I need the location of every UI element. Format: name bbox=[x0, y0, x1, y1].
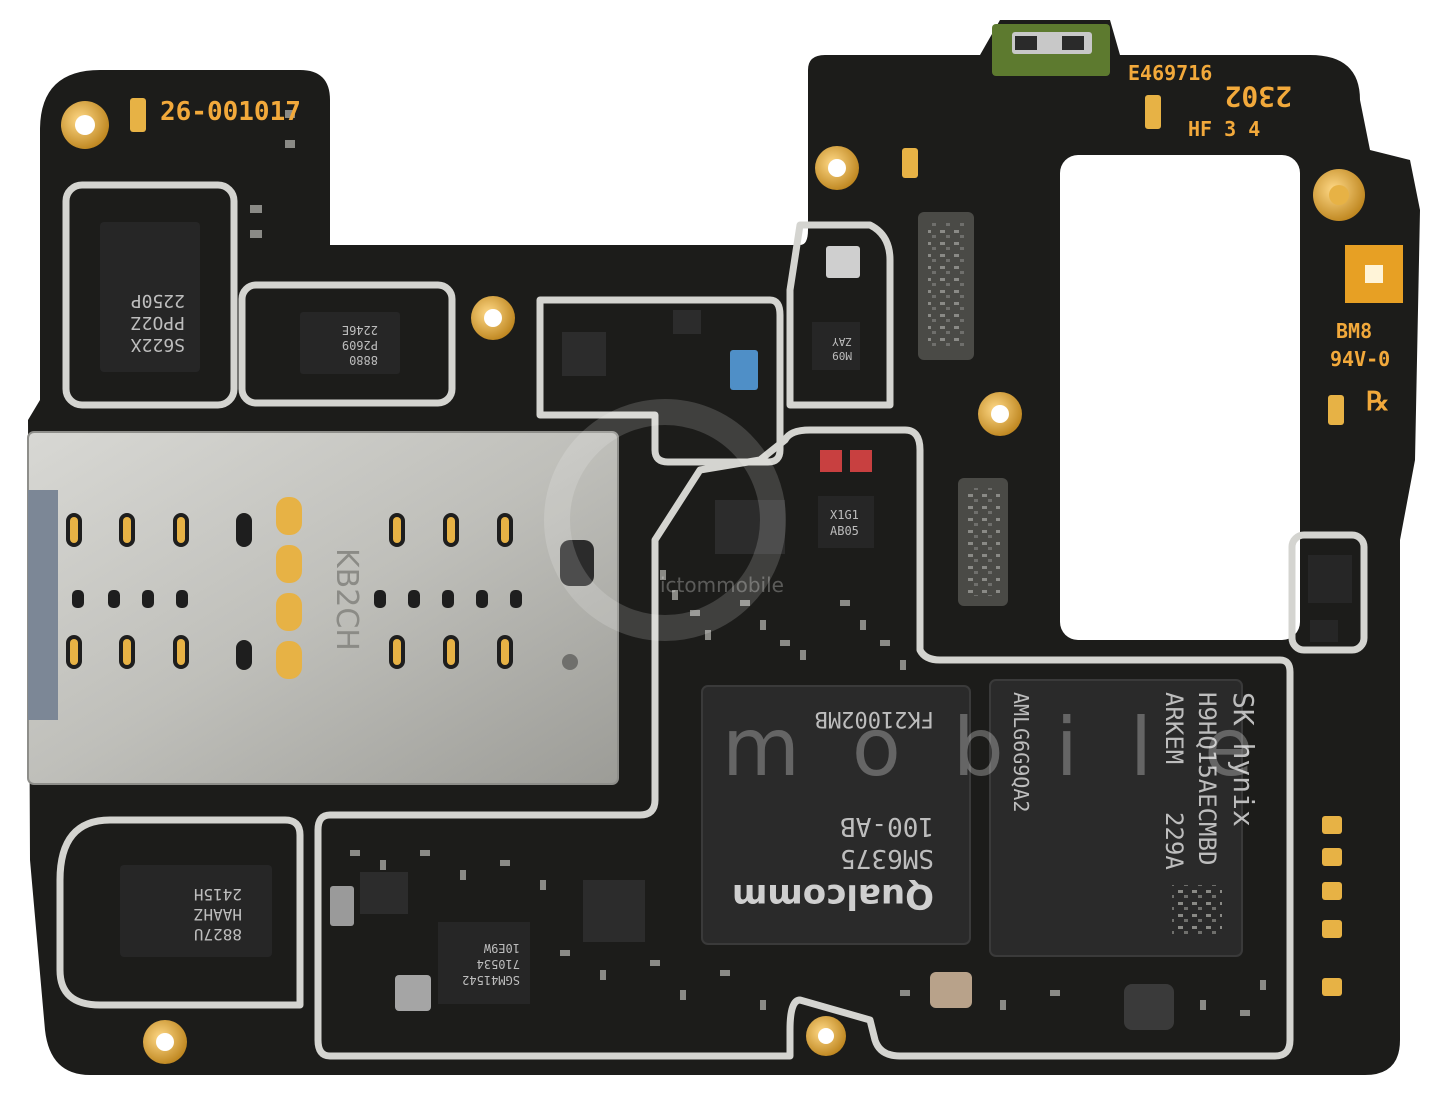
camera-cutout bbox=[1060, 155, 1300, 640]
chip-sgm-line2: 710534 bbox=[477, 957, 520, 971]
silkscreen-date-code: 2302 bbox=[1225, 80, 1292, 113]
silkscreen-ul-code: E469716 bbox=[1128, 61, 1212, 85]
chip-x1g1-line1: X1G1 bbox=[830, 508, 859, 522]
pmic-left-line2: PPO2Z bbox=[131, 312, 185, 333]
memory-lot: AMLG6G9QA2 bbox=[1009, 692, 1033, 812]
silkscreen-hf: HF 3 4 bbox=[1188, 117, 1260, 141]
chip-sgm-line3: 10E9W bbox=[483, 941, 520, 955]
chip-small bbox=[812, 322, 860, 370]
pmic-chip-left bbox=[100, 222, 200, 372]
chips: S622X PPO2Z 2250P 8880 P2609 2246E M09 Z… bbox=[100, 222, 1352, 1030]
chip-top-mid bbox=[300, 312, 400, 374]
chip-small-line2: ZAY bbox=[832, 335, 852, 348]
contact-pads bbox=[130, 95, 1344, 996]
ul-logo: ℞ bbox=[1366, 387, 1389, 417]
watermark-site: ictommobile bbox=[660, 573, 784, 597]
chip-sgm bbox=[438, 922, 530, 1004]
soc-chip bbox=[701, 685, 971, 945]
smd-components bbox=[250, 110, 1266, 1016]
watermark-brand: mobile bbox=[722, 701, 1305, 794]
pmic-left-line3: 2250P bbox=[131, 290, 185, 311]
chip-x1g1-line2: AB05 bbox=[830, 524, 859, 538]
chip-bottom-left-line3: 2415H bbox=[194, 885, 242, 904]
memory-brand: SK hynix bbox=[1227, 692, 1260, 827]
pmic-left-line1: S622X bbox=[131, 334, 185, 355]
silkscreen: 26-001017 E469716 2302 HF 3 4 BM8 94V-0 … bbox=[160, 61, 1390, 417]
shield-frames bbox=[56, 181, 1368, 1060]
chip-bottom-left bbox=[120, 865, 272, 957]
chip-small-line1: M09 bbox=[832, 349, 852, 362]
chip-top-mid-line3: 2246E bbox=[342, 323, 378, 337]
memory-part: H9HQ15AECMBD bbox=[1193, 692, 1221, 865]
mounting-holes bbox=[61, 101, 1403, 1064]
chip-x1g1 bbox=[818, 496, 874, 548]
soc-variant: 100-AB bbox=[840, 811, 934, 841]
memory-line2: ARKEM bbox=[1160, 692, 1188, 764]
soc-lot: FK21002MB bbox=[815, 706, 934, 731]
chip-top-mid-line1: 8880 bbox=[349, 353, 378, 367]
memory-line3: 229A bbox=[1160, 812, 1188, 870]
silkscreen-part-number: 26-001017 bbox=[160, 97, 301, 127]
chip-top-mid-line2: P2609 bbox=[342, 338, 378, 352]
qr-code bbox=[1172, 885, 1222, 935]
sim-tray-marking: KB2CH bbox=[329, 548, 364, 651]
silkscreen-bm: BM8 bbox=[1336, 319, 1372, 343]
qualcomm-logo: Qualcomm bbox=[732, 876, 934, 916]
sim-tray: KB2CH bbox=[27, 431, 619, 785]
chip-sgm-line1: SGM41542 bbox=[462, 973, 520, 987]
chip-bottom-left-line2: HAAHZ bbox=[193, 905, 242, 924]
watermark: mobile ictommobile bbox=[544, 399, 1305, 794]
chip-bottom-left-line1: 8827U bbox=[194, 925, 242, 944]
silkscreen-flammability: 94V-0 bbox=[1330, 347, 1390, 371]
soc-model: SM6375 bbox=[840, 843, 934, 873]
b2b-connectors bbox=[918, 212, 1008, 606]
